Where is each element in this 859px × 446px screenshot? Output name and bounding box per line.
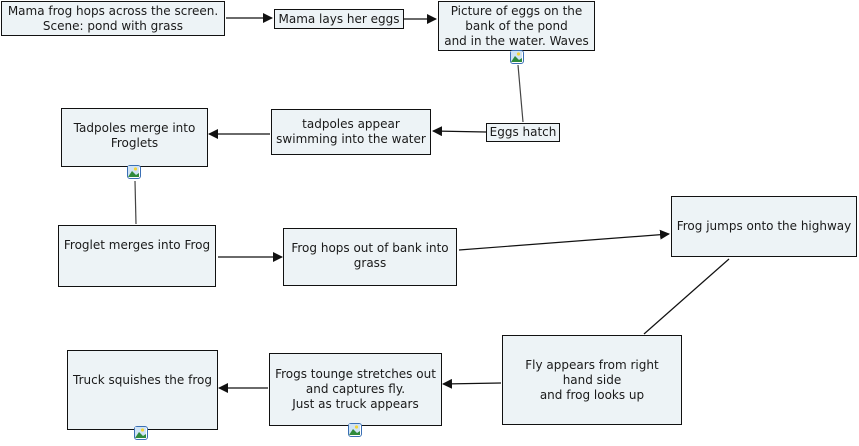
edge-n8-n9: [458, 229, 670, 251]
image-attachment-icon[interactable]: [348, 423, 362, 437]
image-attachment-icon[interactable]: [134, 426, 148, 440]
image-attachment-icon[interactable]: [127, 165, 141, 179]
node-tadpoles-merge[interactable]: Tadpoles merge into Froglets: [61, 108, 208, 167]
node-frogs-tounge[interactable]: Frogs tounge stretches out and captures …: [269, 353, 442, 426]
edge-n6-n7: [134, 180, 137, 225]
node-tadpoles-appear[interactable]: tadpoles appear swimming into the water: [271, 109, 431, 155]
edge-n4-n5: [432, 126, 487, 137]
edge-n10-n11: [442, 378, 502, 389]
node-fly-appears[interactable]: Fly appears from right hand side and fro…: [502, 335, 682, 425]
node-mama-lays-eggs[interactable]: Mama lays her eggs: [274, 9, 404, 29]
node-eggs-hatch[interactable]: Eggs hatch: [486, 123, 560, 142]
image-attachment-icon[interactable]: [510, 50, 524, 64]
node-truck-squishes[interactable]: Truck squishes the frog: [67, 350, 218, 430]
node-mama-frog-hops[interactable]: Mama frog hops across the screen. Scene:…: [1, 1, 225, 36]
node-picture-of-eggs[interactable]: Picture of eggs on the bank of the pond …: [438, 1, 595, 51]
node-frog-hops-out[interactable]: Frog hops out of bank into grass: [283, 228, 457, 286]
node-frog-jumps-highway[interactable]: Frog jumps onto the highway: [671, 196, 857, 257]
edge-n9-n10: [643, 258, 730, 335]
node-froglet-merges[interactable]: Froglet merges into Frog: [58, 225, 216, 287]
edge-n3-n4: [517, 64, 524, 123]
